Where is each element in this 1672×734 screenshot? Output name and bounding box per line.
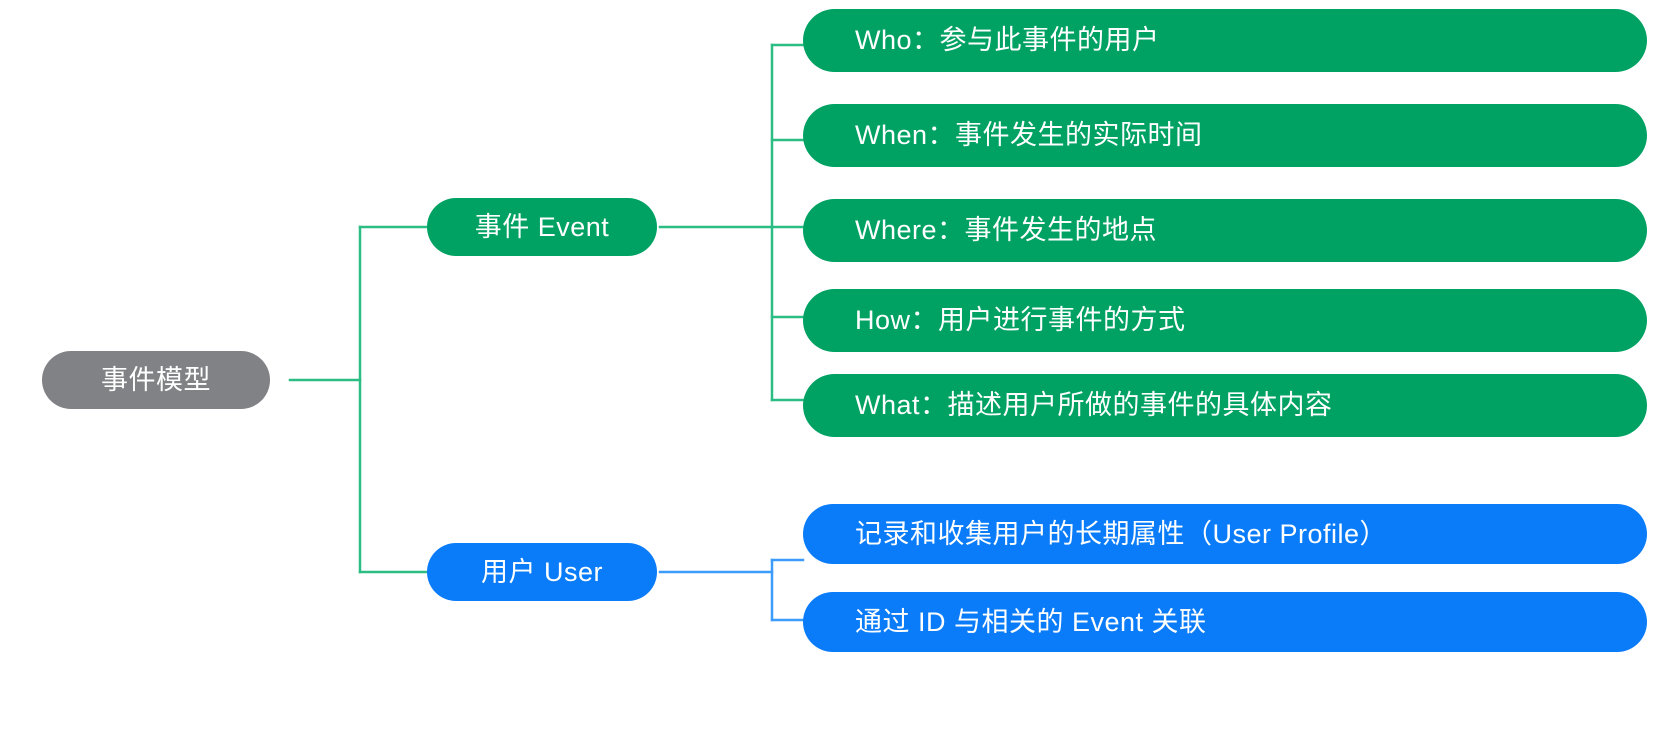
leaf-node-user-event-link-label: 通过 ID 与相关的 Event 关联 [855, 606, 1207, 637]
leaf-node-where[interactable]: Where：事件发生的地点 [803, 199, 1647, 262]
leaf-node-how-label: How：用户进行事件的方式 [855, 305, 1186, 335]
root-node-label: 事件模型 [101, 364, 211, 395]
leaf-node-where-label: Where：事件发生的地点 [855, 215, 1158, 245]
leaf-node-how[interactable]: How：用户进行事件的方式 [803, 289, 1647, 352]
leaf-node-what-label: What：描述用户所做的事件的具体内容 [855, 390, 1333, 420]
leaf-node-user-event-link[interactable]: 通过 ID 与相关的 Event 关联 [803, 592, 1647, 652]
leaf-node-when[interactable]: When：事件发生的实际时间 [803, 104, 1647, 167]
leaf-node-when-label: When：事件发生的实际时间 [855, 120, 1203, 150]
branch-node-event-label: 事件 Event [474, 211, 610, 242]
branch-node-event[interactable]: 事件 Event [427, 198, 657, 256]
leaf-node-who-label: Who：参与此事件的用户 [855, 25, 1160, 55]
leaf-node-user-profile[interactable]: 记录和收集用户的长期属性（User Profile） [803, 504, 1647, 564]
leaf-node-what[interactable]: What：描述用户所做的事件的具体内容 [803, 374, 1647, 437]
leaf-node-user-profile-label: 记录和收集用户的长期属性（User Profile） [855, 518, 1388, 549]
root-node-event-model[interactable]: 事件模型 [42, 351, 270, 409]
branch-node-user-label: 用户 User [480, 556, 603, 587]
branch-node-user[interactable]: 用户 User [427, 543, 657, 601]
leaf-node-who[interactable]: Who：参与此事件的用户 [803, 9, 1647, 72]
